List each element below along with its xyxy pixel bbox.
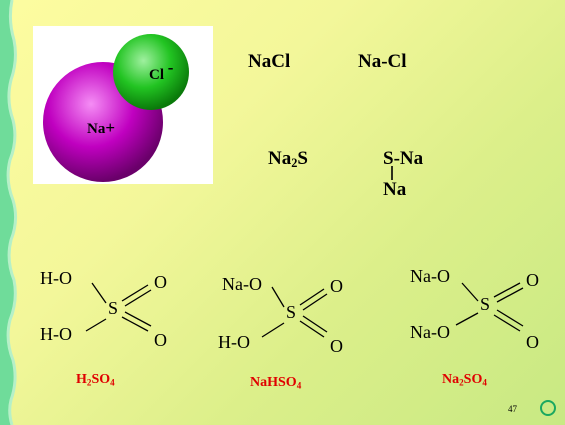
chloride-ion-sphere (113, 34, 189, 110)
chloride-ion-label: Cl - (149, 58, 174, 83)
nahso4-bottom-group: H-O (218, 332, 250, 352)
na2so4-sulfur: S (480, 294, 491, 314)
na2so4-oxygen-bottom: O (526, 332, 539, 352)
nahso4-oxygen-bottom: O (330, 336, 343, 356)
name-na2so4: Na2SO4 (442, 372, 487, 388)
structure-nahso4: Na-O H-O S O O (218, 265, 362, 356)
formula-na-cl-bond: Na-Cl (358, 51, 407, 72)
ions-drawing (43, 34, 189, 182)
nahso4-oxygen-top: O (330, 276, 343, 296)
structure-na2so4: Na-O Na-O S O O (410, 263, 550, 353)
na2so4-top-group: Na-O (410, 266, 450, 286)
formula-s-na-top: S-Na (383, 148, 424, 169)
na2so4-oxygen-top: O (526, 270, 539, 290)
page-number: 47 (508, 404, 517, 414)
nahso4-bonds (261, 286, 328, 338)
na2so4-bottom-group: Na-O (410, 322, 450, 342)
formula-na2s: Na2S (268, 148, 308, 171)
h2so4-oxygen-bottom: O (154, 330, 167, 350)
nahso4-top-group: Na-O (222, 274, 262, 294)
h2so4-bottom-group: H-O (40, 324, 72, 344)
h2so4-sulfur: S (108, 298, 119, 318)
s-na-vertical-bond (391, 166, 393, 180)
formula-nacl: NaCl (248, 51, 291, 72)
nahso4-sulfur: S (286, 302, 297, 322)
structure-h2so4: H-O H-O S O O (40, 265, 180, 355)
h2so4-bonds (85, 282, 152, 332)
name-h2so4: H2SO4 (76, 372, 115, 388)
na2so4-bonds (455, 282, 524, 332)
navigation-circle-button[interactable] (540, 400, 556, 416)
sodium-chloride-ion-illustration: Na+ Cl - (33, 26, 213, 184)
name-nahso4: NaHSO4 (250, 375, 302, 391)
left-stripe-decoration (0, 0, 18, 425)
h2so4-top-group: H-O (40, 268, 72, 288)
formula-s-na-bottom: Na (383, 179, 407, 200)
sodium-ion-label: Na+ (87, 118, 116, 137)
h2so4-oxygen-top: O (154, 272, 167, 292)
